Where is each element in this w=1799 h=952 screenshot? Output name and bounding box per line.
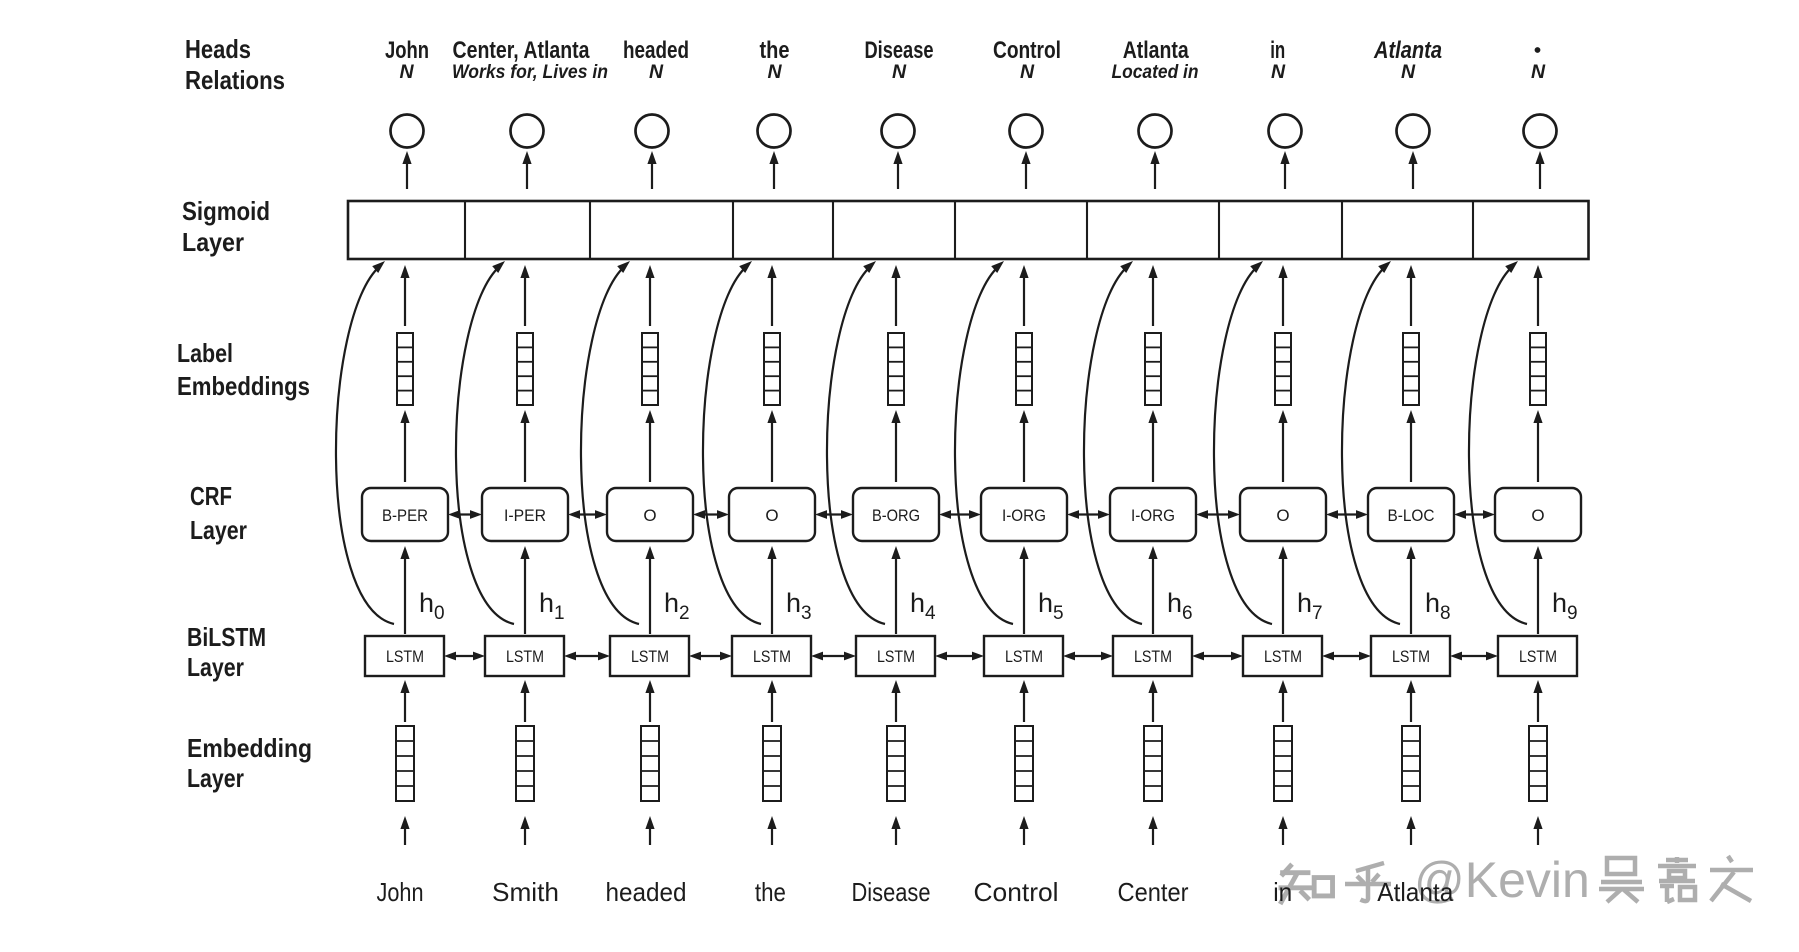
svg-text:h0: h0: [419, 588, 445, 624]
svg-text:N: N: [1271, 61, 1286, 83]
svg-text:Control: Control: [974, 877, 1059, 907]
svg-text:Heads: Heads: [185, 34, 251, 64]
svg-text:h1: h1: [539, 588, 565, 624]
svg-text:in: in: [1270, 37, 1285, 64]
svg-text:LSTM: LSTM: [386, 648, 424, 666]
svg-text:I-PER: I-PER: [504, 506, 546, 525]
svg-text:B-PER: B-PER: [382, 506, 428, 525]
svg-text:O: O: [1276, 506, 1289, 525]
svg-text:Smith: Smith: [492, 877, 559, 907]
svg-text:Center, Atlanta: Center, Atlanta: [453, 37, 591, 64]
svg-text:O: O: [1531, 506, 1544, 525]
svg-text:LSTM: LSTM: [631, 648, 669, 666]
svg-text:N: N: [892, 61, 907, 83]
svg-text:Layer: Layer: [182, 227, 244, 257]
svg-text:LSTM: LSTM: [1134, 648, 1172, 666]
svg-text:h2: h2: [664, 588, 690, 624]
svg-text:Sigmoid: Sigmoid: [182, 196, 270, 226]
svg-text:LSTM: LSTM: [506, 648, 544, 666]
svg-text:Embedding: Embedding: [187, 733, 312, 763]
svg-text:h5: h5: [1038, 588, 1064, 624]
svg-text:N: N: [1531, 61, 1546, 83]
svg-text:Layer: Layer: [187, 763, 244, 793]
svg-text:N: N: [1401, 61, 1416, 83]
svg-text:Center: Center: [1118, 877, 1189, 907]
svg-text:Layer: Layer: [187, 652, 244, 682]
svg-text:Embeddings: Embeddings: [177, 371, 310, 401]
svg-text:N: N: [767, 61, 782, 83]
svg-text:I-ORG: I-ORG: [1002, 506, 1046, 525]
svg-text:LSTM: LSTM: [753, 648, 791, 666]
svg-text:LSTM: LSTM: [877, 648, 915, 666]
svg-text:LSTM: LSTM: [1519, 648, 1557, 666]
svg-text:Disease: Disease: [852, 877, 931, 907]
svg-text:Atlanta: Atlanta: [1377, 877, 1453, 907]
svg-text:h7: h7: [1297, 588, 1323, 624]
svg-text:O: O: [643, 506, 656, 525]
svg-text:Atlanta: Atlanta: [1123, 37, 1190, 64]
svg-text:h9: h9: [1552, 588, 1578, 624]
svg-text:LSTM: LSTM: [1264, 648, 1302, 666]
svg-text:I-ORG: I-ORG: [1131, 506, 1175, 525]
svg-text:O: O: [765, 506, 778, 525]
svg-text:the: the: [755, 877, 786, 907]
svg-text:@Kevin: @Kevin: [1414, 852, 1590, 908]
svg-text:N: N: [399, 61, 414, 83]
svg-text:N: N: [1020, 61, 1035, 83]
svg-text:Relations: Relations: [185, 65, 285, 95]
svg-text:B-ORG: B-ORG: [872, 506, 920, 525]
svg-text:N: N: [649, 61, 664, 83]
svg-text:Works for, Lives in: Works for, Lives in: [452, 61, 608, 83]
svg-text:Label: Label: [177, 338, 233, 368]
svg-text:BiLSTM: BiLSTM: [187, 622, 266, 652]
svg-text:LSTM: LSTM: [1392, 648, 1430, 666]
svg-text:headed: headed: [623, 37, 689, 64]
svg-text:John: John: [385, 37, 429, 64]
svg-text:in: in: [1273, 877, 1292, 907]
svg-text:h4: h4: [910, 588, 936, 624]
svg-text:John: John: [377, 877, 424, 907]
svg-text:h6: h6: [1167, 588, 1193, 624]
svg-text:h8: h8: [1425, 588, 1451, 624]
svg-text:B-LOC: B-LOC: [1388, 506, 1435, 525]
svg-text:the: the: [760, 37, 790, 64]
svg-text:Located in: Located in: [1112, 61, 1199, 83]
svg-text:LSTM: LSTM: [1005, 648, 1043, 666]
svg-text:Control: Control: [993, 37, 1061, 64]
svg-text:Atlanta: Atlanta: [1373, 37, 1442, 64]
svg-text:Layer: Layer: [190, 515, 247, 545]
svg-text:h3: h3: [786, 588, 812, 624]
svg-text:Disease: Disease: [865, 37, 934, 64]
svg-text:CRF: CRF: [190, 481, 232, 511]
svg-text:headed: headed: [606, 877, 687, 907]
